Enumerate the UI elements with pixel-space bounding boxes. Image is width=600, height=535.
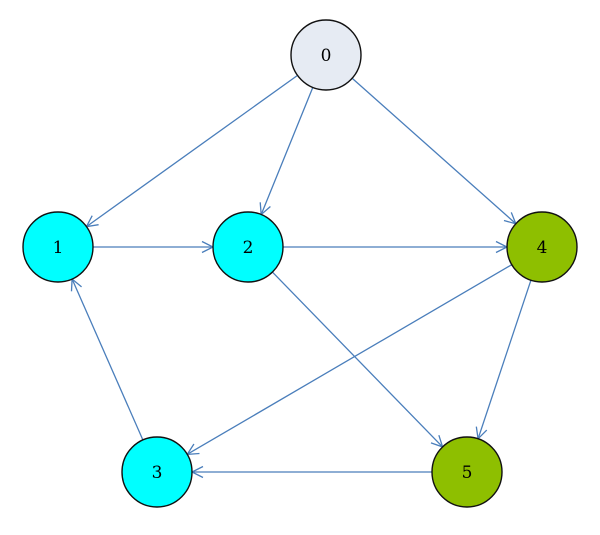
edge-line [71, 278, 144, 441]
edge-1-to-2 [93, 240, 215, 254]
edge-4-to-5 [475, 279, 532, 441]
edge-3-to-1 [70, 277, 144, 441]
node-label: 5 [462, 463, 473, 483]
edge-4-to-3 [185, 264, 513, 456]
edge-0-to-4 [351, 77, 517, 225]
node-label: 3 [152, 463, 163, 483]
nodes-layer: 0 1 2 3 4 5 [22, 19, 578, 508]
node-circle [290, 19, 362, 91]
node-circle [506, 211, 578, 283]
edge-2-to-5 [271, 271, 444, 448]
node-3: 3 [121, 436, 193, 508]
node-circle [212, 211, 284, 283]
node-label: 2 [243, 238, 254, 258]
node-2: 2 [212, 211, 284, 283]
node-label: 1 [53, 238, 64, 258]
node-label: 4 [537, 238, 548, 258]
edge-0-to-2 [259, 87, 314, 216]
node-4: 4 [506, 211, 578, 283]
node-label: 0 [321, 46, 332, 66]
edge-line [271, 271, 444, 448]
edge-line [186, 264, 513, 455]
edge-line [351, 77, 517, 225]
edge-line [86, 74, 298, 228]
edge-line [260, 87, 314, 215]
node-circle [431, 436, 503, 508]
edges-layer [70, 74, 532, 479]
edge-2-to-4 [283, 240, 509, 254]
node-5: 5 [431, 436, 503, 508]
node-0: 0 [290, 19, 362, 91]
node-1: 1 [22, 211, 94, 283]
edge-line [477, 279, 532, 440]
edge-5-to-3 [190, 465, 432, 479]
node-circle [22, 211, 94, 283]
node-circle [121, 436, 193, 508]
